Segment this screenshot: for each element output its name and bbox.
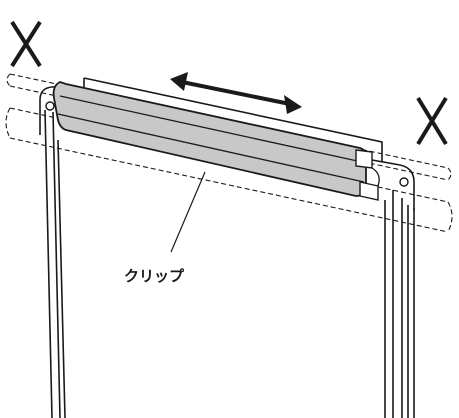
left-screw-hole (45, 101, 55, 111)
clip-end-link (371, 167, 380, 187)
clip-end-cap (355, 149, 379, 201)
cross-mark-icon (416, 96, 448, 146)
clip-groove (57, 113, 365, 183)
right-frame-rails (384, 190, 415, 418)
left-frame-corner (39, 85, 71, 135)
left-frame-rails (44, 109, 66, 418)
callout-label: クリップ (124, 267, 185, 285)
right-screw-hole (399, 177, 409, 187)
clip-bar (52, 81, 367, 197)
right-frame-corner (371, 159, 415, 210)
callout-leader (170, 171, 206, 253)
clip-top-edge (59, 95, 363, 163)
cross-mark-icon (10, 20, 42, 68)
double-arrow-icon (170, 72, 302, 114)
